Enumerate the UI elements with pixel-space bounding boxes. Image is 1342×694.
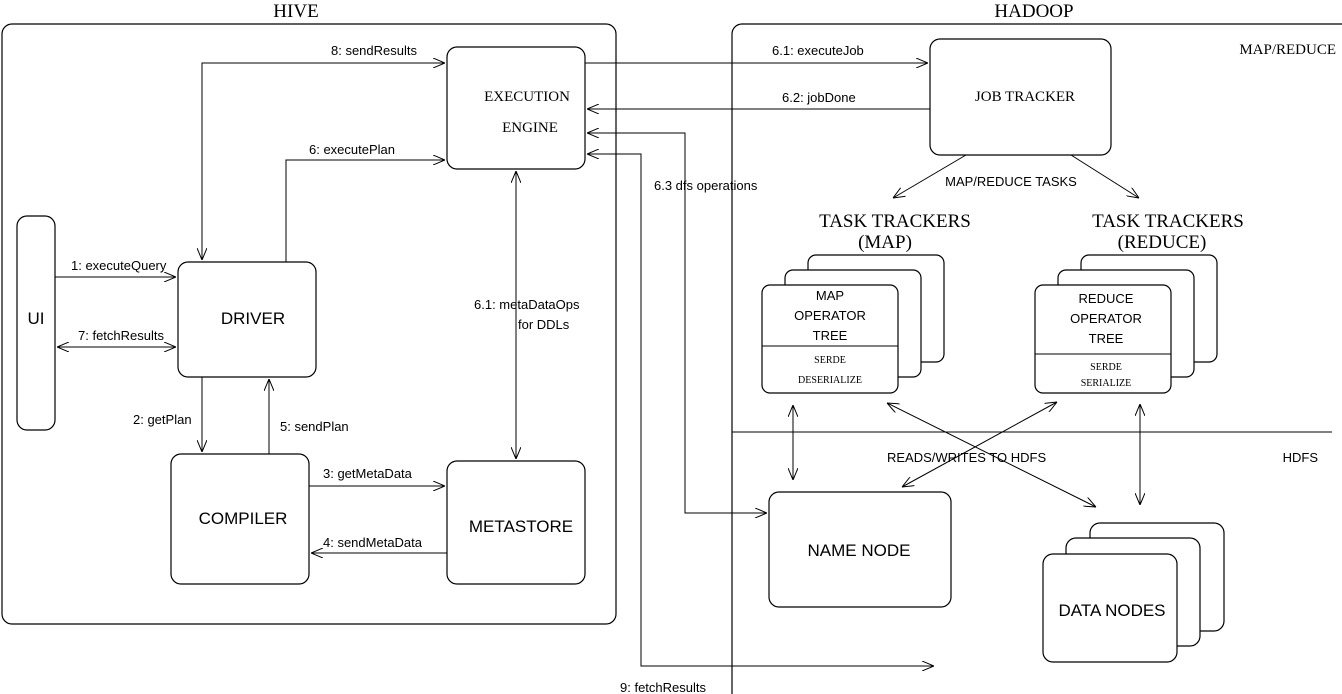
- map-operator-tree-line2: OPERATOR: [794, 308, 866, 323]
- execution-engine-label-line1: EXECUTION: [484, 89, 570, 105]
- edge-label-reads-writes-hdfs: READS/WRITES TO HDFS: [887, 450, 1046, 465]
- map-reduce-section-label: MAP/REDUCE: [1239, 42, 1336, 58]
- reduce-serialize-label: SERIALIZE: [1081, 378, 1132, 389]
- data-nodes-stack: [1042, 522, 1225, 663]
- arrow-send-results: [202, 63, 445, 260]
- map-operator-tree-line1: MAP: [816, 288, 844, 303]
- task-trackers-reduce-title-line1: TASK TRACKERS: [1092, 211, 1244, 232]
- edge-label-execute-query: 1: executeQuery: [71, 258, 167, 273]
- edge-label-send-plan: 5: sendPlan: [280, 419, 349, 434]
- ui-label: UI: [28, 309, 45, 328]
- arrow-fetch-results-9: [587, 154, 934, 666]
- reduce-operator-tree-line3: TREE: [1089, 331, 1124, 346]
- map-serde-label: SERDE: [814, 355, 846, 366]
- edge-label-meta-data-ops-line2: for DDLs: [518, 317, 570, 332]
- name-node-label: NAME NODE: [808, 541, 911, 560]
- map-operator-tree-line3: TREE: [813, 328, 848, 343]
- edge-label-fetch-results-7: 7: fetchResults: [78, 328, 164, 343]
- hive-section-title: HIVE: [273, 1, 318, 22]
- edge-label-execute-plan: 6: executePlan: [309, 142, 395, 157]
- reduce-operator-tree-line2: OPERATOR: [1070, 311, 1142, 326]
- compiler-box: [170, 453, 310, 585]
- edge-label-job-done: 6.2: jobDone: [782, 90, 856, 105]
- task-trackers-map-stack: [761, 254, 945, 394]
- reduce-serde-label: SERDE: [1090, 362, 1122, 373]
- arrows-map-reduce-tasks: [893, 154, 1139, 198]
- edge-label-fetch-results-9: 9: fetchResults: [620, 680, 706, 694]
- task-trackers-map-title-line2: (MAP): [858, 232, 912, 253]
- edge-label-get-plan: 2: getPlan: [133, 412, 192, 427]
- edge-label-send-meta-data: 4: sendMetaData: [323, 535, 423, 550]
- edge-label-send-results: 8: sendResults: [331, 43, 417, 58]
- metastore-box: [446, 460, 586, 585]
- metastore-label: METASTORE: [469, 517, 573, 536]
- edge-label-get-meta-data: 3: getMetaData: [323, 466, 413, 481]
- arrow-execute-plan: [285, 160, 445, 262]
- edge-label-meta-data-ops-line1: 6.1: metaDataOps: [474, 297, 580, 312]
- task-trackers-reduce-stack: [1034, 254, 1218, 394]
- reduce-operator-tree-line1: REDUCE: [1079, 291, 1134, 306]
- edge-label-map-reduce-tasks: MAP/REDUCE TASKS: [945, 174, 1077, 189]
- job-tracker-box: [929, 38, 1112, 156]
- execution-engine-box: [446, 46, 586, 170]
- job-tracker-label: JOB TRACKER: [975, 89, 1075, 105]
- arrows-reads-writes-hdfs: [793, 402, 1140, 507]
- driver-box: [177, 261, 317, 378]
- hdfs-section-label: HDFS: [1283, 450, 1319, 465]
- driver-label: DRIVER: [221, 309, 285, 328]
- task-trackers-reduce-title-line2: (REDUCE): [1118, 232, 1207, 253]
- ui-box: [16, 215, 56, 431]
- execution-engine-label-line2: ENGINE: [502, 120, 558, 136]
- map-deserialize-label: DESERIALIZE: [798, 375, 862, 386]
- hadoop-section-title: HADOOP: [994, 1, 1073, 22]
- data-nodes-label: DATA NODES: [1058, 601, 1165, 620]
- edge-label-dfs-operations: 6.3 dfs operations: [654, 178, 758, 193]
- task-trackers-map-title-line1: TASK TRACKERS: [819, 211, 971, 232]
- compiler-label: COMPILER: [199, 509, 288, 528]
- edge-label-execute-job: 6.1: executeJob: [772, 43, 864, 58]
